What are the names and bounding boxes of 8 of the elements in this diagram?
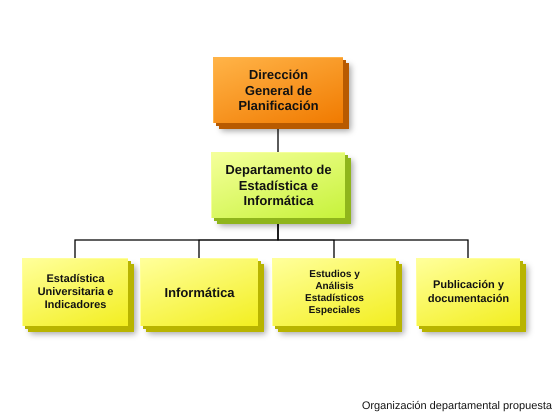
unit-name: Departamento de Estadística e Informática: [224, 162, 333, 209]
unit-name: Estadística Universitaria e Indicadores: [36, 272, 114, 312]
unit-name: Estudios y Análisis Estadísticos Especiales: [304, 268, 365, 316]
unit-name: Dirección General de Planificación: [237, 67, 320, 114]
unit-name: Informática: [164, 284, 235, 300]
connector-line: [277, 224, 469, 258]
caption: Organización departamental propuesta: [362, 400, 552, 412]
unit-name: Publicación y documentación: [426, 279, 510, 306]
